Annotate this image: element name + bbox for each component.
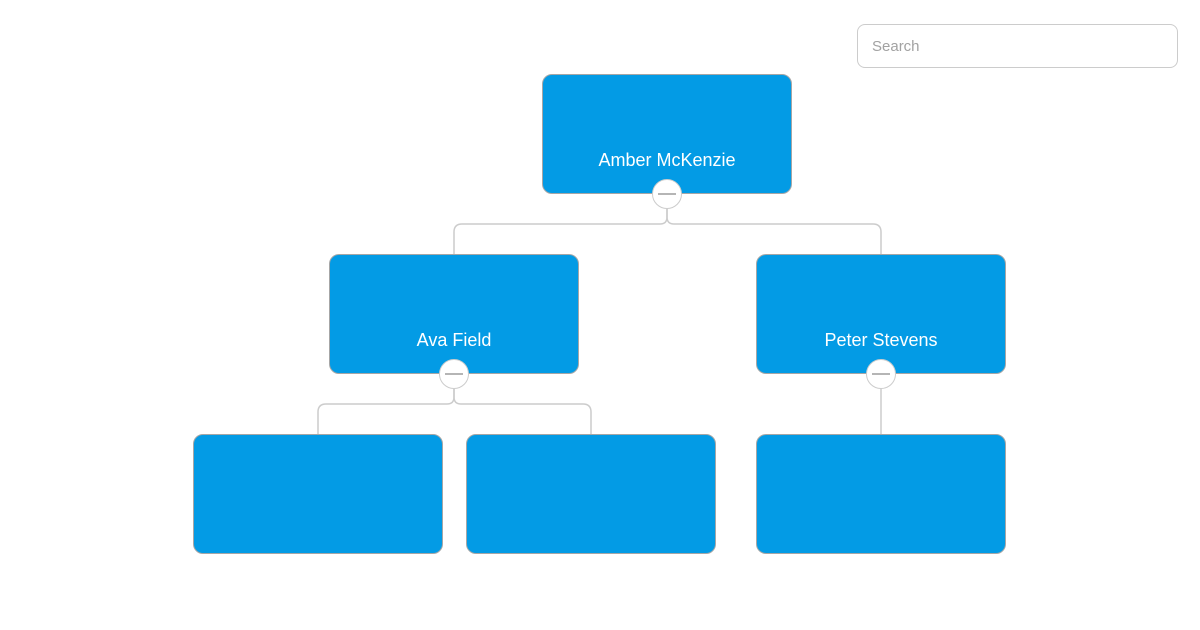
- node-label: Ava Field: [416, 330, 492, 350]
- node-label: Amber McKenzie: [598, 150, 736, 170]
- search-input[interactable]: [857, 24, 1178, 68]
- collapse-toggle-peter-stevens[interactable]: [866, 359, 896, 389]
- org-node-child-2[interactable]: [466, 434, 716, 554]
- connector-ava-to-child-2: [453, 389, 592, 434]
- minus-icon: [658, 193, 676, 195]
- org-node-ava-field[interactable]: Ava Field: [329, 254, 579, 374]
- org-node-child-1[interactable]: [193, 434, 443, 554]
- collapse-toggle-ava-field[interactable]: [439, 359, 469, 389]
- minus-icon: [445, 373, 463, 375]
- node-label: Peter Stevens: [824, 330, 938, 350]
- minus-icon: [872, 373, 890, 375]
- connector-amber-to-ava: [453, 209, 668, 254]
- collapse-toggle-amber-mckenzie[interactable]: [652, 179, 682, 209]
- org-node-child-3[interactable]: [756, 434, 1006, 554]
- connector-amber-to-peter: [666, 209, 882, 254]
- org-node-amber-mckenzie[interactable]: Amber McKenzie: [542, 74, 792, 194]
- connector-ava-to-child-1: [317, 389, 455, 434]
- org-node-peter-stevens[interactable]: Peter Stevens: [756, 254, 1006, 374]
